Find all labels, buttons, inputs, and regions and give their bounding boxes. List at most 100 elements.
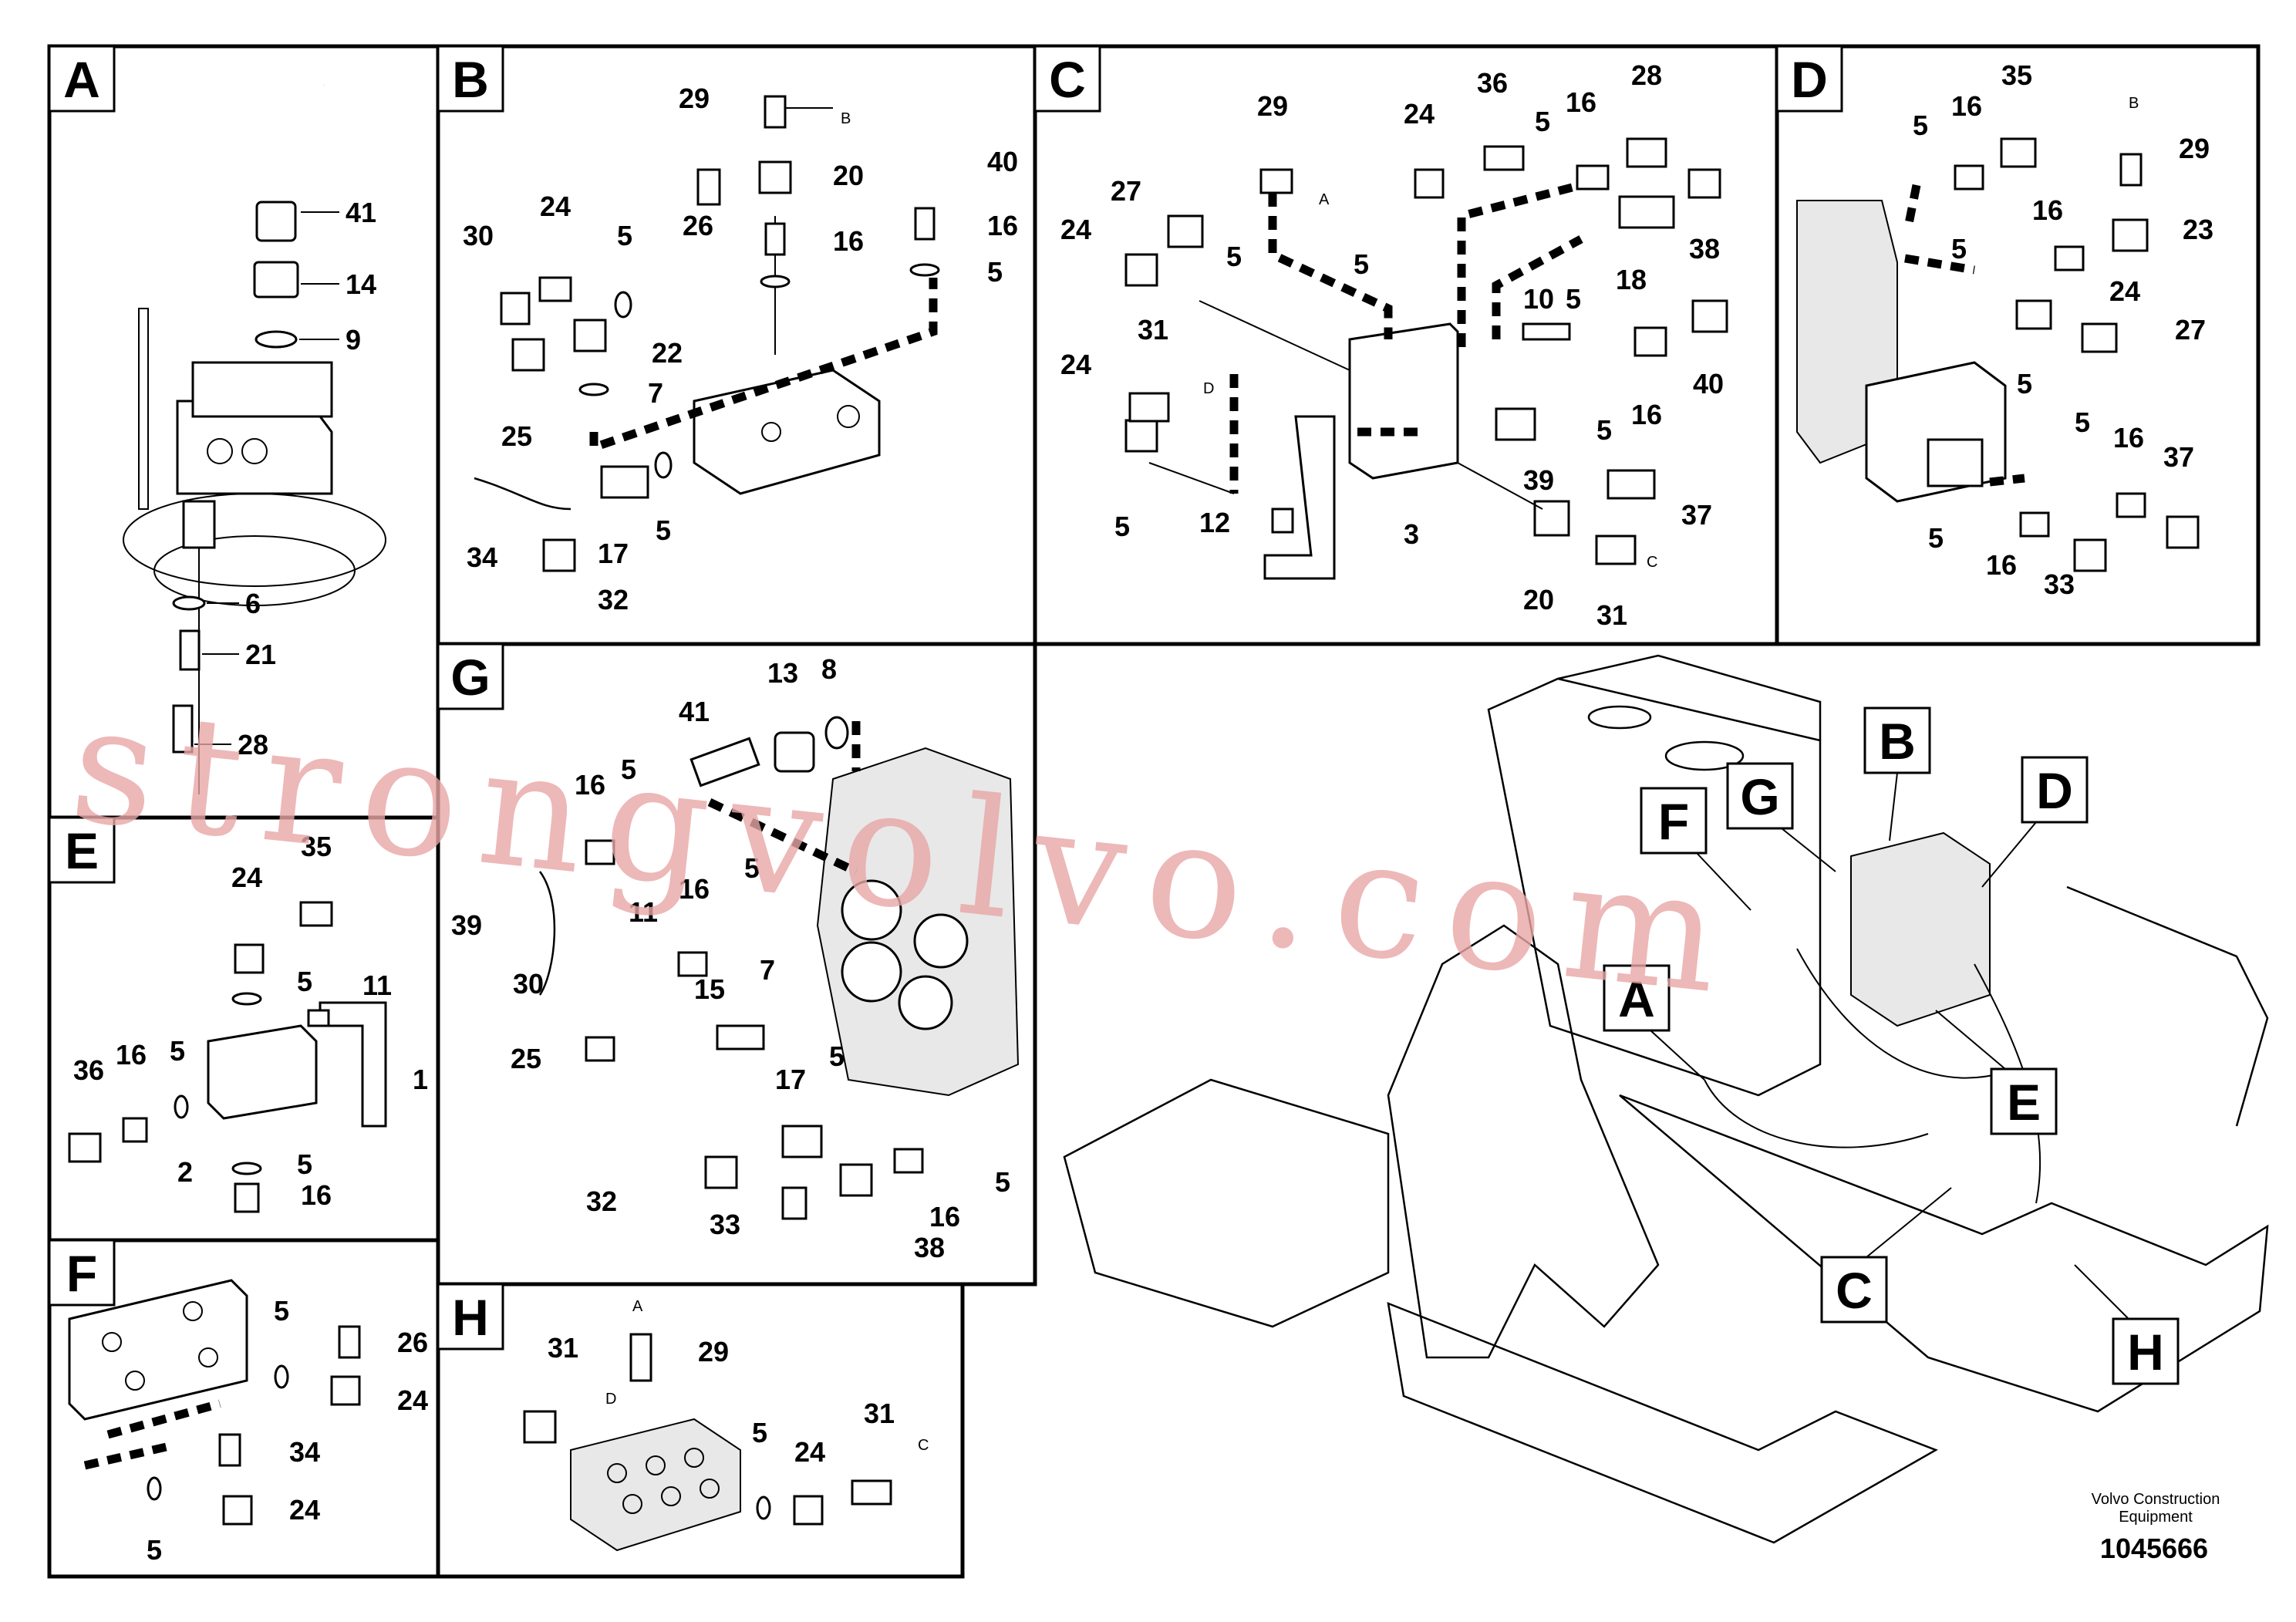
panel-label-h: H	[437, 1283, 504, 1351]
overview-label-c	[1820, 1256, 1888, 1324]
fitting-39	[1495, 407, 1536, 441]
svg-text:5: 5	[1114, 511, 1130, 542]
svg-text:36: 36	[73, 1054, 104, 1086]
svg-text:41: 41	[679, 696, 710, 727]
svg-text:26: 26	[683, 210, 713, 241]
svg-text:15: 15	[694, 973, 725, 1005]
fitting-16-g3	[893, 1148, 924, 1174]
svg-text:27: 27	[1111, 175, 1141, 207]
fitting-36	[1483, 145, 1525, 171]
svg-text:5: 5	[297, 966, 312, 997]
svg-text:38: 38	[914, 1232, 945, 1263]
svg-text:24: 24	[289, 1494, 320, 1526]
footer-brand: Volvo Construction Equipment 1045666	[2092, 1491, 2220, 1564]
svg-text:16: 16	[929, 1201, 960, 1233]
svg-text:11: 11	[362, 969, 392, 1001]
svg-text:11: 11	[629, 896, 658, 928]
svg-text:A: A	[632, 1298, 643, 1315]
brand-line-1: Volvo Construction	[2092, 1491, 2220, 1508]
overview-machine	[1063, 654, 2269, 1544]
svg-text:G: G	[1740, 768, 1779, 825]
overview-label-f	[1640, 787, 1708, 855]
svg-text:31: 31	[864, 1398, 895, 1429]
svg-text:33: 33	[710, 1209, 740, 1240]
elbow-24-f	[330, 1375, 361, 1406]
panel-b-drawing: 29 B 20 40 26 16 30 24 5 16 5 22 7 25 34…	[463, 83, 1018, 615]
svg-text:16: 16	[116, 1039, 147, 1071]
elbow-24-c3	[1124, 419, 1158, 453]
svg-text:7: 7	[760, 954, 775, 986]
svg-text:40: 40	[987, 146, 1018, 177]
svg-text:24: 24	[231, 862, 262, 893]
panel-h-drawing: A 29 31 D 5 31 24 C	[523, 1298, 929, 1552]
fitting-27-d	[2081, 322, 2118, 353]
svg-text:B: B	[452, 51, 489, 108]
svg-text:5: 5	[1596, 414, 1612, 446]
fitting-36-e	[68, 1132, 102, 1163]
svg-text:5: 5	[752, 1417, 767, 1448]
fitting-16-b2	[914, 207, 936, 241]
svg-text:27: 27	[2175, 314, 2206, 346]
brand-line-2: Equipment	[2119, 1509, 2193, 1526]
fitting-37	[1607, 469, 1656, 500]
elbow-24-h	[793, 1495, 824, 1526]
svg-text:20: 20	[1523, 584, 1554, 615]
valve-head	[191, 361, 333, 418]
svg-text:36: 36	[1477, 67, 1508, 99]
fitting-25-g	[585, 1036, 615, 1062]
fitting-16-g2	[677, 951, 708, 977]
elbow-24-c2	[1124, 253, 1158, 287]
svg-text:21: 21	[245, 639, 276, 670]
fitting-41	[255, 201, 297, 242]
svg-text:26: 26	[397, 1327, 428, 1358]
panel-h-frame	[436, 1282, 965, 1579]
overview-valve	[1850, 831, 1991, 1027]
fitting-41-g	[689, 737, 760, 787]
svg-text:G: G	[450, 649, 490, 706]
svg-text:16: 16	[679, 873, 710, 905]
overview-callouts: B G D F A E C H	[1603, 706, 2180, 1385]
svg-text:D: D	[605, 1391, 616, 1408]
svg-text:5: 5	[1913, 110, 1928, 141]
panel-f-drawing: 5 26 24 34 5 24	[68, 1279, 428, 1566]
elbow-24-e	[234, 943, 265, 974]
fitting-29-d	[2119, 153, 2143, 187]
svg-text:24: 24	[2109, 275, 2140, 307]
svg-text:30: 30	[513, 968, 544, 1000]
bolt-11	[307, 1009, 330, 1027]
overview-label-a	[1603, 964, 1671, 1032]
adapter-13	[774, 731, 815, 773]
svg-text:7: 7	[648, 377, 663, 409]
bolt-12	[1271, 508, 1294, 534]
svg-text:5: 5	[2017, 368, 2032, 400]
fitting-34-f	[218, 1433, 241, 1467]
svg-text:H: H	[452, 1289, 489, 1346]
svg-text:33: 33	[2044, 568, 2075, 600]
fitting-33-g	[781, 1186, 807, 1220]
elbow-24-f2	[222, 1495, 253, 1526]
svg-text:H: H	[2127, 1324, 2164, 1381]
svg-text:B: B	[1879, 713, 1916, 770]
svg-text:17: 17	[598, 538, 629, 569]
svg-text:29: 29	[1257, 90, 1288, 122]
svg-text:13: 13	[767, 657, 798, 689]
svg-text:24: 24	[1060, 214, 1091, 245]
svg-text:16: 16	[301, 1179, 332, 1211]
bracket	[1263, 415, 1336, 580]
fitting-28	[172, 704, 194, 754]
svg-text:16: 16	[833, 225, 864, 257]
svg-text:D: D	[1791, 51, 1828, 108]
panel-label-e: E	[48, 816, 116, 884]
svg-text:5: 5	[656, 514, 671, 546]
plate-f	[68, 1279, 248, 1421]
fitting-35	[2000, 137, 2037, 168]
svg-text:C: C	[1049, 51, 1086, 108]
svg-text:5: 5	[1535, 106, 1550, 137]
svg-text:25: 25	[511, 1043, 541, 1074]
svg-text:6: 6	[245, 588, 261, 619]
svg-text:16: 16	[1631, 399, 1662, 430]
svg-text:20: 20	[833, 160, 864, 191]
svg-text:A: A	[63, 51, 100, 108]
fitting-27	[1167, 214, 1204, 248]
o-ring-9	[255, 330, 298, 349]
